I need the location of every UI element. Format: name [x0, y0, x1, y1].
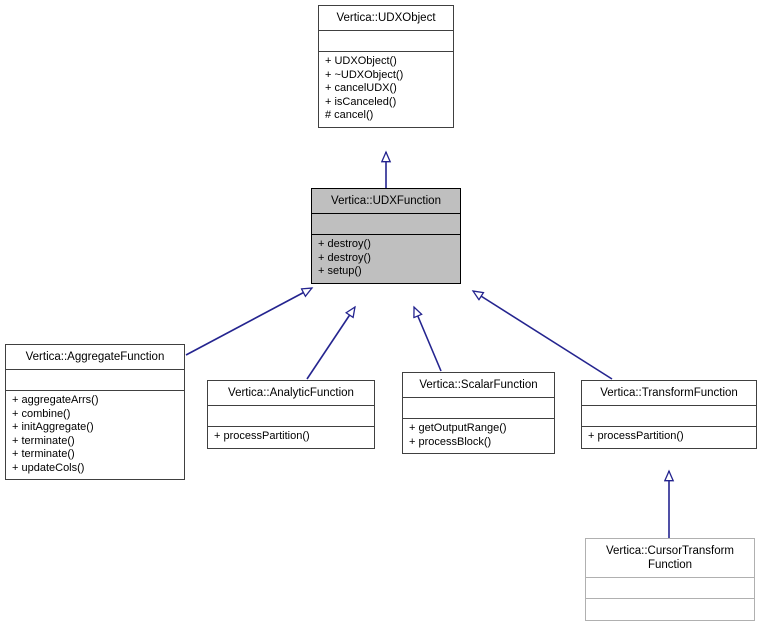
class-node-aggregatefunction[interactable]: Vertica::AggregateFunction + aggregateAr… [5, 344, 185, 480]
operation-item: + setup() [318, 265, 362, 277]
operation-item: + initAggregate() [12, 421, 94, 433]
class-title-udxfunction: Vertica::UDXFunction [331, 195, 441, 207]
class-divider [208, 426, 374, 427]
class-divider [208, 405, 374, 406]
operation-item: + combine() [12, 407, 71, 420]
class-operations-aggregatefunction: + aggregateArrs() + combine() + initAggr… [6, 391, 184, 479]
class-node-udxobject[interactable]: Vertica::UDXObject + UDXObject() + ~UDXO… [318, 5, 454, 128]
class-divider [586, 577, 754, 578]
class-operations-scalarfunction: + getOutputRange() + processBlock() [403, 419, 554, 453]
operation-item: + destroy() [318, 238, 371, 250]
class-operations-transformfunction: + processPartition() [582, 427, 756, 448]
class-attributes-transformfunction [582, 406, 756, 426]
edge-analytic-to-udxfunction [306, 307, 355, 380]
class-operations-udxobject: + UDXObject() + ~UDXObject() + cancelUDX… [319, 52, 453, 127]
class-node-scalarfunction[interactable]: Vertica::ScalarFunction + getOutputRange… [402, 372, 555, 454]
class-title-analyticfunction: Vertica::AnalyticFunction [228, 387, 354, 399]
operation-item: + processPartition() [588, 430, 684, 442]
edge-aggregate-to-udxfunction [185, 288, 312, 356]
class-title-transformfunction: Vertica::TransformFunction [600, 387, 738, 399]
class-divider [319, 30, 453, 31]
class-node-cursortransformfunction[interactable]: Vertica::CursorTransform Function [585, 538, 755, 621]
operation-item: + ~UDXObject() [325, 68, 404, 81]
class-attributes-udxfunction [312, 214, 460, 234]
operation-item: + terminate() [12, 434, 75, 447]
operation-item: + processBlock() [409, 435, 492, 448]
class-attributes-analyticfunction [208, 406, 374, 426]
class-title-aggregatefunction: Vertica::AggregateFunction [25, 351, 165, 363]
operation-item: + isCanceled() [325, 95, 397, 108]
edge-scalar-to-udxfunction [414, 307, 442, 372]
class-divider [312, 234, 460, 235]
class-divider [582, 426, 756, 427]
class-divider [312, 213, 460, 214]
class-attributes-udxobject [319, 31, 453, 51]
operation-item: + cancelUDX() [325, 82, 397, 94]
class-node-transformfunction[interactable]: Vertica::TransformFunction + processPart… [581, 380, 757, 449]
operation-item: + UDXObject() [325, 55, 397, 67]
class-divider [582, 405, 756, 406]
class-title-scalarfunction: Vertica::ScalarFunction [419, 379, 538, 391]
operation-item: + processPartition() [214, 430, 310, 442]
operation-item: + aggregateArrs() [12, 394, 99, 406]
edge-transform-to-udxfunction [473, 291, 613, 380]
class-divider [403, 397, 554, 398]
operation-item: + getOutputRange() [409, 422, 507, 434]
operation-item: # cancel() [325, 109, 374, 121]
operation-item: + updateCols() [12, 461, 85, 474]
class-operations-udxfunction: + destroy() + destroy() + setup() [312, 235, 460, 283]
class-divider [586, 598, 754, 599]
class-operations-analyticfunction: + processPartition() [208, 427, 374, 448]
class-node-analyticfunction[interactable]: Vertica::AnalyticFunction + processParti… [207, 380, 375, 449]
class-attributes-cursortransformfunction [586, 578, 754, 598]
class-divider [6, 390, 184, 391]
operation-item: + destroy() [318, 251, 371, 264]
class-operations-cursortransformfunction [586, 599, 754, 620]
class-attributes-scalarfunction [403, 398, 554, 418]
class-divider [319, 51, 453, 52]
operation-item: + terminate() [12, 448, 75, 460]
class-divider [403, 418, 554, 419]
class-title-udxobject: Vertica::UDXObject [336, 12, 436, 24]
class-title-cursortransformfunction: Vertica::CursorTransform Function [605, 545, 735, 571]
class-node-udxfunction[interactable]: Vertica::UDXFunction + destroy() + destr… [311, 188, 461, 284]
class-divider [6, 369, 184, 370]
class-attributes-aggregatefunction [6, 370, 184, 390]
